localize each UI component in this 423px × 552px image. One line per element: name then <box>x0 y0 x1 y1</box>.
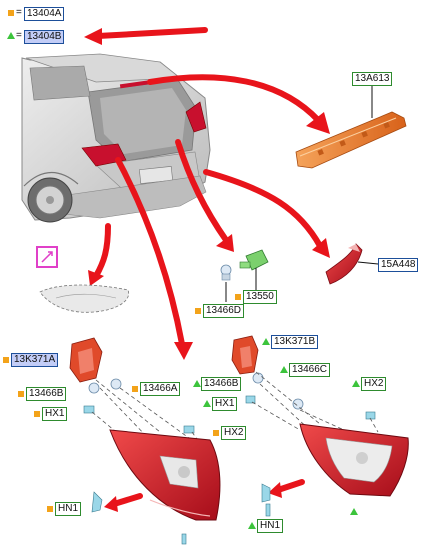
triangle-bullet-icon <box>352 380 360 387</box>
square-bullet-icon <box>195 308 201 314</box>
label-reflector-lamp: 15A448 <box>378 258 419 272</box>
square-bullet-icon <box>132 386 138 392</box>
label-bulb-holder: 13550 <box>243 290 277 304</box>
label-right-bulb-b: 13466B <box>201 377 242 391</box>
square-bullet-icon <box>47 506 53 512</box>
label-high-mount-lamp: 13A613 <box>352 72 393 86</box>
label-left-screw-hx2: HX2 <box>221 426 247 440</box>
triangle-bullet-icon <box>248 522 256 529</box>
underbody-bracket-part <box>36 246 130 313</box>
label-right-nut: HN1 <box>257 519 284 533</box>
triangle-bullet-icon <box>262 338 270 345</box>
label-right-screw-hx1: HX1 <box>212 397 238 411</box>
label-left-bulb-b: 13466B <box>26 387 67 401</box>
label-right-housing: 13K371B <box>271 335 319 349</box>
legend-square-code: 13404A <box>24 7 65 21</box>
label-left-housing: 13K371A <box>11 353 59 367</box>
label-left-screw-hx1: HX1 <box>42 407 68 421</box>
label-bulb: 13466D <box>203 304 245 318</box>
triangle-bullet-icon <box>280 366 288 373</box>
square-bullet-icon <box>34 411 40 417</box>
label-right-screw-hx2: HX2 <box>361 377 387 391</box>
legend-equals: = <box>16 7 22 18</box>
label-right-bulb-c: 13466C <box>289 363 331 377</box>
arrow-heads <box>84 28 330 512</box>
square-bullet-icon <box>235 294 241 300</box>
square-bullet-icon <box>3 357 9 363</box>
callout-arrows <box>93 27 323 507</box>
triangle-bullet-icon <box>193 380 201 387</box>
legend-triangle-code: 13404B <box>24 30 65 44</box>
bulb-holder-assembly <box>220 249 269 302</box>
legend-equals: = <box>16 30 22 41</box>
triangle-bullet-icon <box>7 32 15 39</box>
square-bullet-icon <box>8 10 14 16</box>
high-mount-stop-lamp <box>295 86 407 169</box>
right-taillamp-group <box>231 335 409 517</box>
label-left-nut: HN1 <box>55 502 82 516</box>
square-bullet-icon <box>18 391 24 397</box>
left-taillamp-group <box>69 337 221 545</box>
triangle-bullet-icon <box>203 400 211 407</box>
label-left-bulb-a: 13466A <box>140 382 181 396</box>
reflector-lamp <box>325 243 379 285</box>
triangle-bullet-icon <box>350 508 358 515</box>
square-bullet-icon <box>213 430 219 436</box>
